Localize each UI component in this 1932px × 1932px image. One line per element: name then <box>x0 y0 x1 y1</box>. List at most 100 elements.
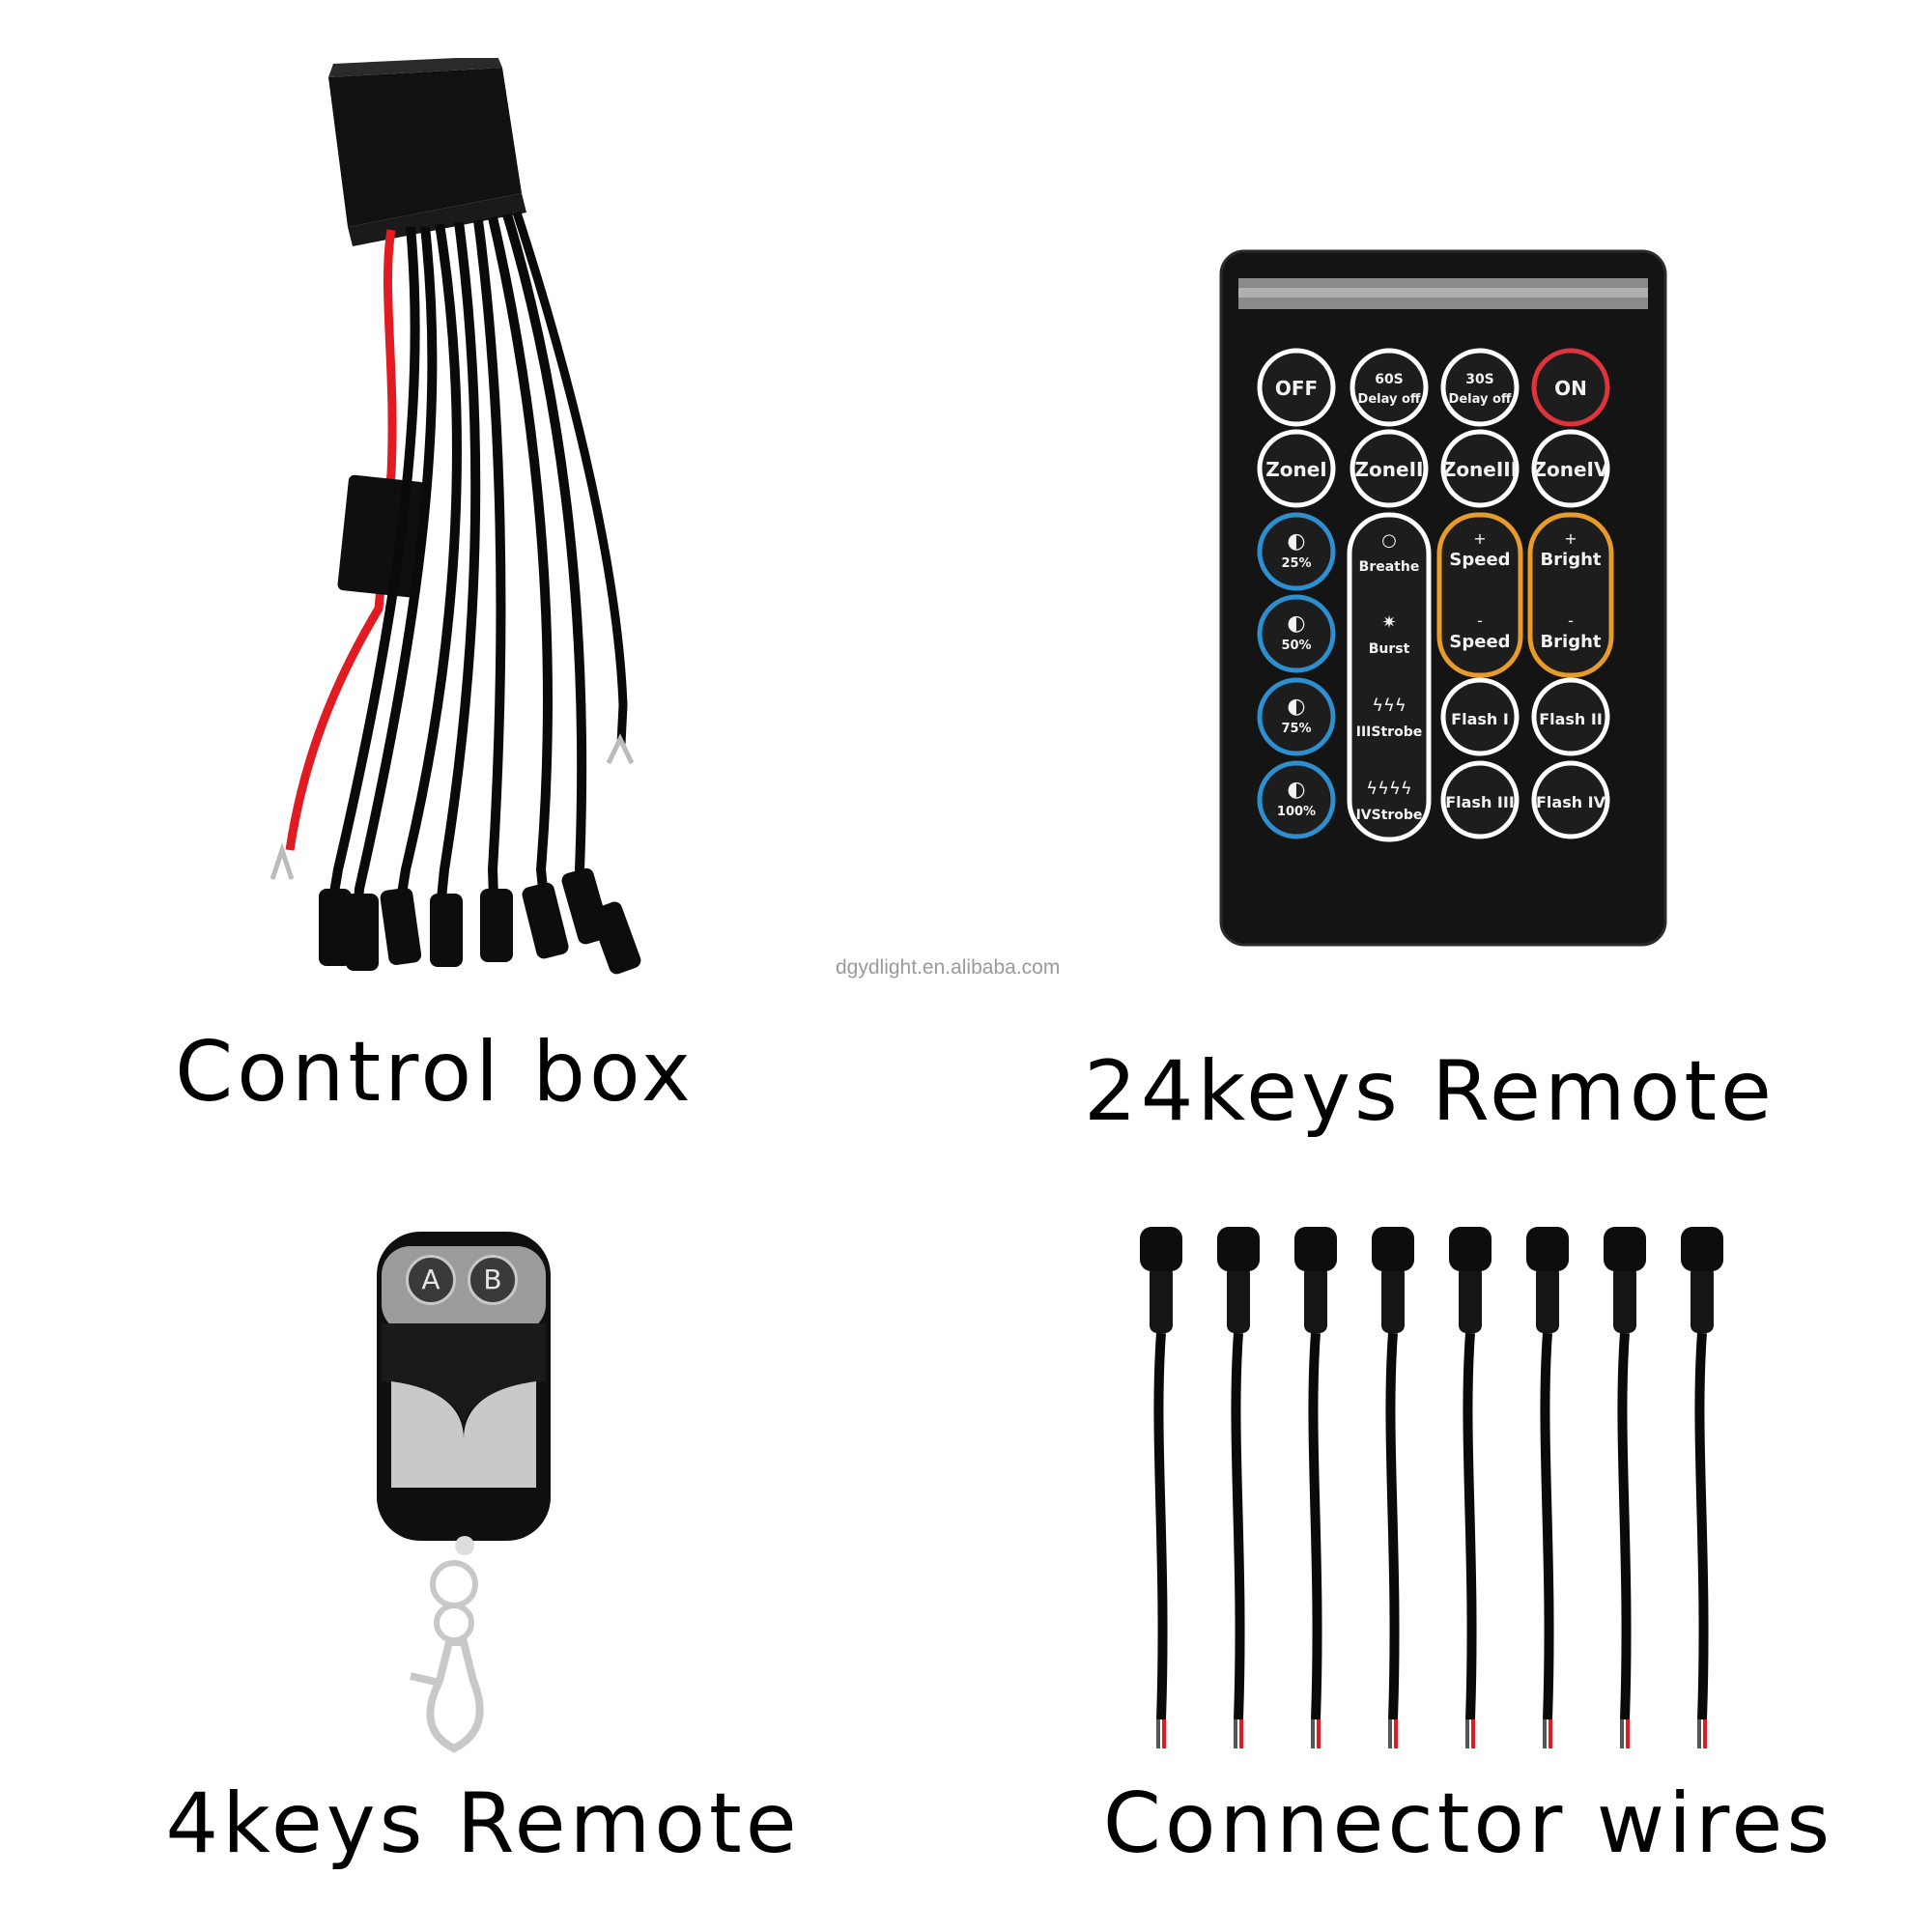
remote-key-speed-down[interactable]: - Speed <box>1449 611 1510 652</box>
remote-24-keys: OFF 60S Delay off 30S Delay off ON ZoneI ZoneII… <box>1219 249 1667 947</box>
connector-wire <box>1294 1227 1337 1748</box>
remote-key-brightness-25pct[interactable]: ◐25% <box>1257 512 1336 591</box>
control-box-caption: Control box <box>175 1024 695 1121</box>
remote-pill-label: Speed <box>1449 632 1510 652</box>
connector-wires-photo <box>1121 1208 1739 1787</box>
remote-key-zoneiv[interactable]: ZoneIV <box>1531 429 1610 508</box>
remote-4-caption: 4keys Remote <box>165 1776 801 1872</box>
connector-neck <box>1381 1265 1405 1333</box>
remote-key-off[interactable]: OFF <box>1257 348 1336 427</box>
remote-key-zoneiv-label: ZoneIV <box>1533 458 1609 481</box>
remote-mode-icon: ○ <box>1381 530 1397 551</box>
remote-key-off-label: OFF <box>1275 377 1318 400</box>
remote-key-bright-down[interactable]: - Bright <box>1540 611 1601 652</box>
connector-wire <box>1526 1227 1569 1748</box>
connector-cable <box>1463 1332 1477 1720</box>
remote-key-brightness-100pct-label: ◐ <box>1287 778 1305 802</box>
connector-cable <box>1231 1332 1245 1720</box>
remote-pill-label: Speed <box>1449 550 1510 570</box>
connector-wire <box>1217 1227 1260 1748</box>
remote-key-flash-i[interactable]: Flash I <box>1440 677 1520 756</box>
connector-head <box>1526 1227 1569 1271</box>
remote-key-on-label: ON <box>1554 377 1587 400</box>
remote-key-30s-2-label: 30S <box>1465 372 1494 387</box>
remote-sign: + <box>1473 529 1486 548</box>
remote-sign: - <box>1568 611 1574 630</box>
connector-wire <box>1604 1227 1646 1748</box>
connector-neck <box>1459 1265 1482 1333</box>
remote-key-flash-ii[interactable]: Flash II <box>1531 677 1610 756</box>
connector-head <box>1449 1227 1492 1271</box>
connector-neck <box>1536 1265 1559 1333</box>
connector-wire <box>1681 1227 1723 1748</box>
remote-key-zoneii[interactable]: ZoneII <box>1350 429 1429 508</box>
remote-key-flash-ii-label: Flash II <box>1539 710 1603 728</box>
connector-neck <box>1227 1265 1250 1333</box>
remote-key-brightness-25pct-label: 25% <box>1281 556 1311 571</box>
remote-mode-pill <box>1347 512 1432 842</box>
remote-4-key-a[interactable]: A <box>406 1255 456 1305</box>
remote-key-30s-2[interactable]: 30S Delay off <box>1440 348 1520 427</box>
remote-mode-label: IIIStrobe <box>1356 724 1422 740</box>
connector-head <box>1372 1227 1414 1271</box>
remote-mode-label: IVStrobe <box>1356 808 1423 823</box>
remote-key-60s-1-label: Delay off <box>1358 392 1421 407</box>
remote-key-brightness-75pct-label: ◐ <box>1287 695 1305 719</box>
remote-key-burst[interactable]: ✷ Burst <box>1369 612 1410 657</box>
remote-key-60s-1[interactable]: 60S Delay off <box>1350 348 1429 427</box>
remote-4-key-b[interactable]: B <box>468 1255 518 1305</box>
remote-key-zoneii-label: ZoneII <box>1355 458 1424 481</box>
control-box-photo <box>242 56 647 985</box>
connector-head <box>1294 1227 1337 1271</box>
connector-head <box>1140 1227 1182 1271</box>
remote-key-brightness-50pct[interactable]: ◐ 50% <box>1257 594 1336 673</box>
connector-neck <box>1690 1265 1714 1333</box>
connector-neck <box>1150 1265 1173 1333</box>
connector-neck <box>1613 1265 1636 1333</box>
remote-key-flash-iv[interactable]: Flash IV <box>1531 760 1610 839</box>
remote-4-keys: A B <box>367 1222 560 1763</box>
remote-key-brightness-50pct-label: ◐ <box>1287 611 1305 636</box>
connector-cable <box>1540 1332 1554 1720</box>
connector-wires-caption: Connector wires <box>1102 1776 1834 1872</box>
remote-key-brightness-100pct-label: 100% <box>1277 805 1316 819</box>
remote-key-flash-i-label: Flash I <box>1451 710 1509 728</box>
connector-cable <box>1308 1332 1322 1720</box>
remote-24-caption: 24keys Remote <box>1084 1043 1776 1140</box>
remote-sign: - <box>1477 611 1483 630</box>
connector-head <box>1681 1227 1723 1271</box>
connector-wire <box>1449 1227 1492 1748</box>
remote-pill-label: Bright <box>1540 632 1601 652</box>
remote-sign: + <box>1564 529 1577 548</box>
connector-cable <box>1385 1332 1400 1720</box>
remote-key-bright-up[interactable]: +Bright <box>1540 529 1601 570</box>
remote-key-60s-1-label: 60S <box>1375 372 1404 387</box>
remote-key-flash-iii-label: Flash III <box>1445 793 1515 811</box>
connector-wire <box>1372 1227 1414 1748</box>
remote-key-30s-2-label: Delay off <box>1449 392 1512 407</box>
connector-cable <box>1617 1332 1632 1720</box>
watermark: dgydlight.en.alibaba.com <box>836 956 1061 979</box>
remote-key-breathe[interactable]: ○Breathe <box>1359 530 1420 575</box>
connector-wire <box>1140 1227 1182 1748</box>
connector-cable <box>1153 1332 1168 1720</box>
remote-key-brightness-75pct[interactable]: ◐ 75% <box>1257 677 1336 756</box>
remote-key-on[interactable]: ON <box>1531 348 1610 427</box>
remote-key-zonei-label: ZoneI <box>1265 458 1327 481</box>
remote-key-brightness-75pct-label: 75% <box>1281 722 1311 736</box>
remote-key-flash-iv-label: Flash IV <box>1536 793 1606 811</box>
remote-mode-icon: ϟϟϟϟ <box>1366 779 1412 799</box>
remote-key-zoneiii-label: ZoneIII <box>1442 458 1518 481</box>
remote-key-zoneiii[interactable]: ZoneIII <box>1440 429 1520 508</box>
remote-key-speed-up[interactable]: + Speed <box>1449 529 1510 570</box>
remote-key-brightness-100pct[interactable]: ◐ 100% <box>1257 760 1336 839</box>
remote-key-zonei[interactable]: ZoneI <box>1257 429 1336 508</box>
connector-cable <box>1694 1332 1709 1720</box>
remote-mode-icon: ϟϟϟ <box>1372 696 1406 716</box>
remote-key-brightness-50pct-label: 50% <box>1281 639 1311 653</box>
remote-mode-icon: ✷ <box>1381 612 1396 633</box>
remote-mode-label: Burst <box>1369 641 1410 657</box>
remote-key-flash-iii[interactable]: Flash III <box>1440 760 1520 839</box>
